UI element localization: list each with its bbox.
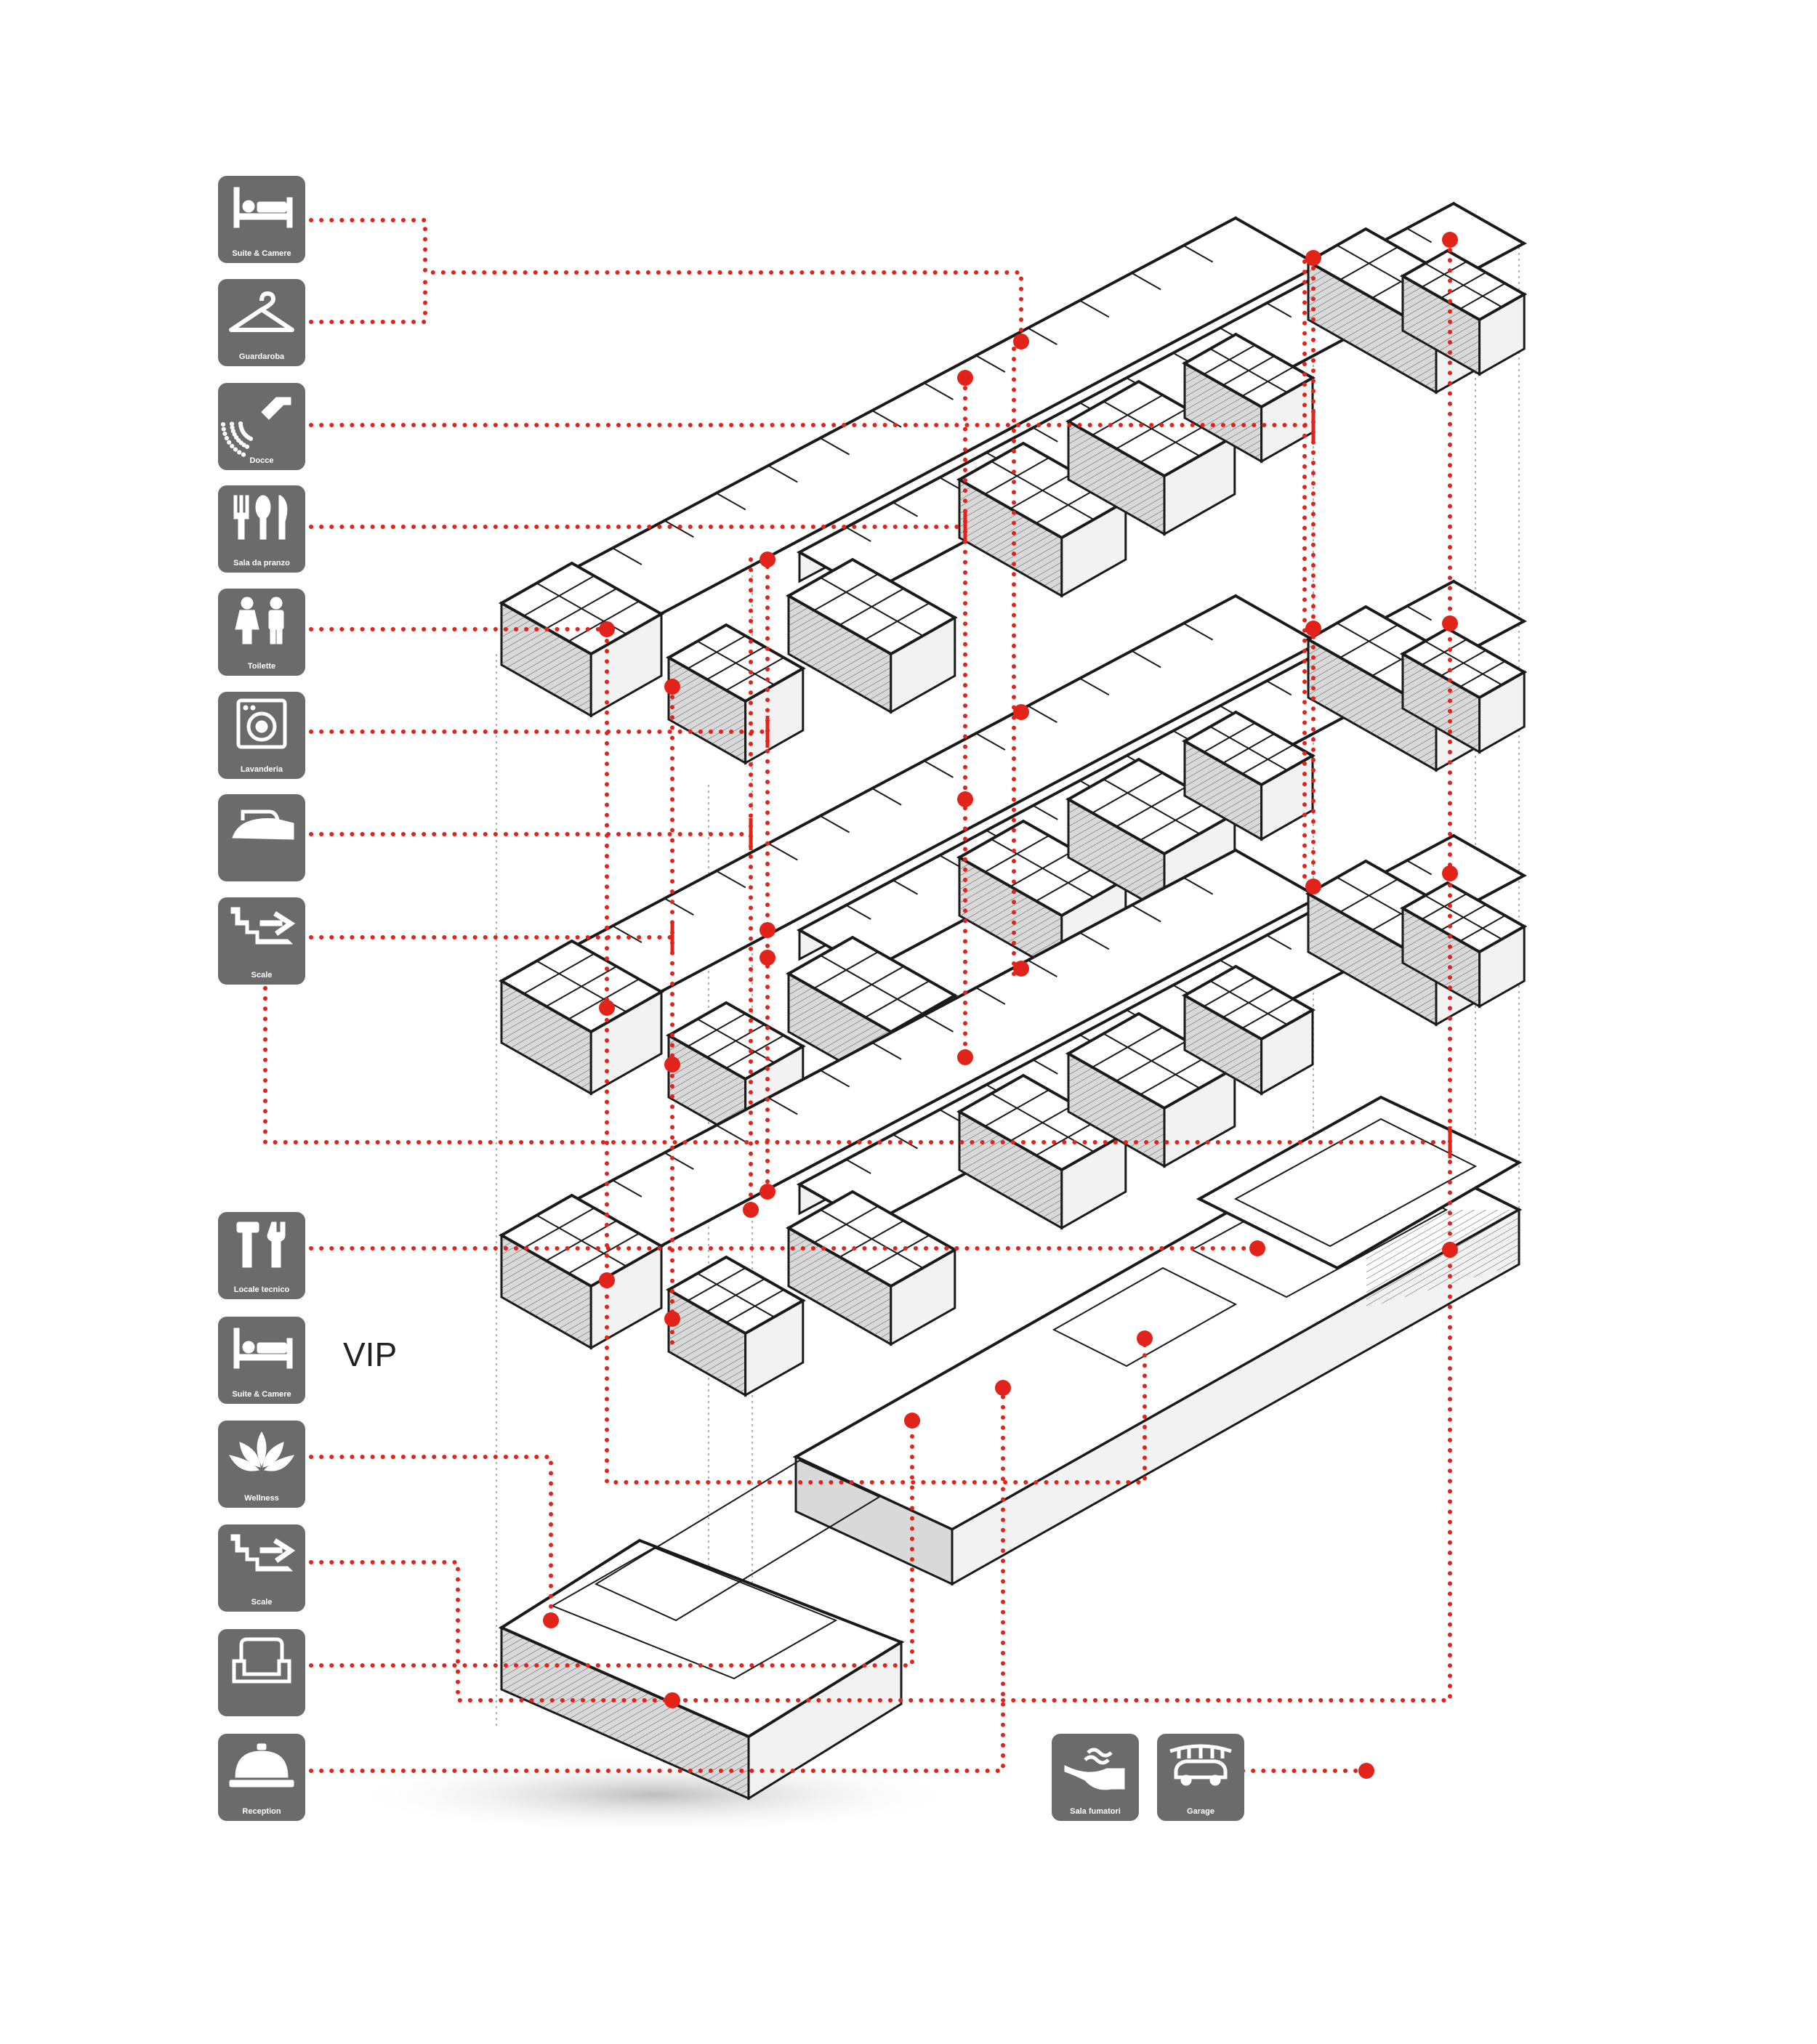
guardaroba-legend-item: Guardaroba — [218, 279, 305, 366]
dot — [995, 1380, 1011, 1396]
dot — [1137, 1330, 1153, 1346]
dot — [760, 922, 775, 938]
cutlery-icon — [233, 495, 288, 540]
vip-label: VIP — [343, 1336, 397, 1373]
dot — [1013, 961, 1029, 977]
locale-tecnico-legend-item: Locale tecnico — [218, 1212, 305, 1299]
dot — [1305, 250, 1321, 266]
dot — [1013, 334, 1029, 350]
ground-shadow — [349, 1755, 959, 1835]
scale-1-legend-item: Scale — [218, 897, 305, 985]
shower-icon — [220, 397, 291, 457]
icon-label: Docce — [249, 456, 273, 465]
sala-da-pranzo-legend-item: Sala da pranzo — [218, 485, 305, 573]
dot — [957, 1049, 973, 1065]
dot — [599, 621, 615, 637]
icon-label: Scale — [251, 971, 273, 979]
dot — [1442, 232, 1458, 248]
dot — [599, 1272, 615, 1288]
connection-routes — [263, 218, 1452, 1773]
icon-label: Suite & Camere — [232, 249, 291, 258]
icon-label: Suite & Camere — [232, 1390, 291, 1399]
sala-fumatori-legend-item: Sala fumatori — [1052, 1734, 1139, 1821]
icon-label: Lavanderia — [241, 765, 283, 774]
stairs-icon — [230, 1534, 296, 1572]
icon-label: Toilette — [248, 662, 275, 671]
pipe-icon — [1064, 1748, 1125, 1790]
suite-camere-2-legend-item: Suite & Camere — [218, 1317, 305, 1404]
floor-plate — [498, 579, 1528, 1143]
dot — [664, 1692, 680, 1708]
dot — [1442, 865, 1458, 881]
dot — [599, 1000, 615, 1016]
garage-legend-item: Garage — [1157, 1734, 1244, 1821]
armchair-icon — [232, 1637, 291, 1684]
lavanderia-legend-item: Lavanderia — [218, 692, 305, 779]
ground-floor — [498, 1095, 1523, 1801]
dot — [957, 791, 973, 807]
dot — [1013, 704, 1029, 720]
dot — [664, 679, 680, 695]
icon-label: Wellness — [244, 1494, 279, 1503]
lounge-legend-item — [218, 1629, 305, 1716]
dot — [760, 552, 775, 567]
bed-icon — [233, 1328, 293, 1369]
tools-icon — [236, 1221, 286, 1268]
dot — [1305, 878, 1321, 894]
dot — [904, 1413, 920, 1429]
floor-plate — [498, 833, 1528, 1397]
iron-icon — [232, 809, 294, 840]
dot — [1442, 1242, 1458, 1258]
dot — [760, 950, 775, 966]
dot — [760, 1184, 775, 1200]
dot — [664, 1311, 680, 1327]
toilet-people-icon — [235, 597, 284, 645]
lotus-icon — [229, 1431, 294, 1471]
dot — [1442, 615, 1458, 631]
toilette-legend-item: Toilette — [218, 589, 305, 676]
hanger-icon — [229, 291, 294, 332]
dot — [743, 1202, 759, 1218]
docce-legend-item: Docce — [218, 383, 305, 470]
dot — [1249, 1240, 1265, 1256]
icon-tile — [218, 279, 305, 366]
dot — [543, 1612, 559, 1628]
icon-label: Sala da pranzo — [233, 559, 290, 567]
location-dots — [543, 232, 1458, 1779]
service-bell-icon — [229, 1743, 294, 1788]
dot — [1358, 1763, 1374, 1779]
dot — [664, 1057, 680, 1073]
icon-label: Scale — [251, 1598, 273, 1607]
scale-2-legend-item: Scale — [218, 1524, 305, 1612]
washing-machine-icon — [236, 698, 287, 749]
icon-label: Guardaroba — [239, 352, 285, 361]
stairs-icon — [230, 907, 296, 945]
wellness-legend-item: Wellness — [218, 1421, 305, 1508]
stireria-legend-item — [218, 794, 305, 881]
car-icon — [1169, 1744, 1232, 1786]
icon-label: Sala fumatori — [1070, 1807, 1121, 1816]
icon-label: Garage — [1187, 1807, 1214, 1816]
icon-label: Reception — [242, 1807, 281, 1816]
reception-legend-item: Reception — [218, 1734, 305, 1821]
suite-camere-1-legend-item: Suite & Camere — [218, 176, 305, 263]
dot — [1305, 621, 1321, 637]
icon-label: Locale tecnico — [234, 1285, 290, 1294]
dot — [957, 370, 973, 386]
bed-icon — [233, 187, 293, 228]
